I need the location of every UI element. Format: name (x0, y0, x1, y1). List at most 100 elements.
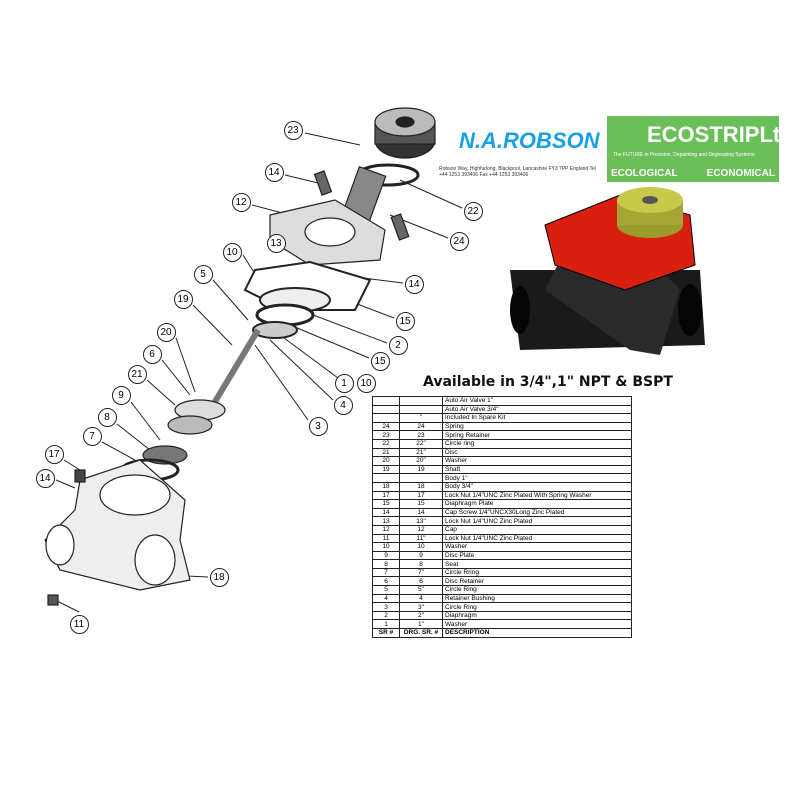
sr-cell: 23 (372, 430, 400, 440)
part-callout: 23 (283, 120, 303, 140)
drg-sr-cell: 14 (399, 507, 443, 518)
part-callout: 24 (449, 231, 469, 251)
ecostrip-tagline: The FUTURE in Precision, Depainting and … (613, 152, 755, 158)
drg-sr-cell: 15 (399, 499, 443, 509)
narobson-address: Robson Way, Highfurlong, Blackpool, Lanc… (439, 166, 596, 178)
description-cell: Disc (442, 447, 632, 458)
parts-table: Auto Air Valve 1"Auto Air Valve 3/4""Inc… (372, 396, 632, 638)
part-callout: 14 (404, 274, 424, 294)
description-cell: Disc Retainer (442, 576, 632, 587)
sr-cell: 18 (372, 481, 400, 492)
ecostrip-left-slogan: ECOLOGICAL (611, 168, 678, 179)
drg-sr-cell: 9 (399, 550, 443, 561)
part-callout: 18 (209, 567, 229, 587)
sr-cell: 9 (372, 550, 400, 561)
description-cell: Washer (442, 619, 632, 630)
part-callout: 7 (82, 426, 102, 446)
sr-cell: 14 (372, 507, 400, 518)
sr-cell: 6 (372, 576, 400, 587)
sr-cell: 24 (372, 421, 400, 432)
drg-sr-cell: 13" (399, 516, 443, 526)
ecostrip-right-slogan: ECONOMICAL (706, 168, 775, 179)
sr-cell: 5 (372, 585, 400, 595)
part-callout: 14 (264, 162, 284, 182)
description-cell: Circle ring (442, 438, 632, 449)
drg-sr-cell: 4 (399, 593, 443, 604)
sr-cell: 13 (372, 516, 400, 526)
narobson-logo: N.A.ROBSON Robson Way, Highfurlong, Blac… (437, 116, 605, 182)
drg-sr-cell: 2" (399, 610, 443, 621)
part-callout: 15 (370, 351, 390, 371)
table-header-row: SR #DRG. SR. #DESCRIPTION (372, 628, 632, 638)
sr-cell: 11 (372, 533, 400, 544)
drg-sr-cell: 6 (399, 576, 443, 587)
sr-cell (372, 396, 400, 406)
table-row: Body 1" (372, 473, 632, 483)
drg-sr-cell: 1" (399, 619, 443, 630)
sr-cell: 22 (372, 438, 400, 449)
table-title: Available in 3/4",1" NPT & BSPT (423, 374, 673, 390)
drg-sr-cell: 8 (399, 559, 443, 569)
drg-sr-cell: DRG. SR. # (399, 628, 443, 638)
description-cell: Diaphragm (442, 610, 632, 621)
narobson-name: N.A.ROBSON (459, 128, 600, 153)
description-cell: Washer (442, 542, 632, 552)
drg-sr-cell: 5" (399, 585, 443, 595)
drg-sr-cell (399, 404, 443, 415)
description-cell: Cap (442, 524, 632, 535)
drg-sr-cell (399, 473, 443, 483)
valve-3d-render (510, 187, 705, 355)
sr-cell: 20 (372, 456, 400, 466)
sr-cell: 19 (372, 464, 400, 475)
description-cell: Circle Rring (442, 567, 632, 578)
description-cell: Body 3/4" (442, 481, 632, 492)
part-callout: 21 (127, 364, 147, 384)
table-row: Auto Air Valve 1" (372, 396, 632, 406)
part-callout: 10 (356, 373, 376, 393)
description-cell: Retainer Bushing (442, 593, 632, 604)
sr-cell: 4 (372, 593, 400, 604)
sr-cell: 17 (372, 490, 400, 501)
part-callout: 20 (156, 322, 176, 342)
part-callout: 2 (388, 335, 408, 355)
drg-sr-cell: 22" (399, 438, 443, 449)
drg-sr-cell: 23 (399, 430, 443, 440)
sr-cell: 21 (372, 447, 400, 458)
description-cell: Auto Air Valve 3/4" (442, 404, 632, 415)
valve-parts-illustration (44, 107, 436, 606)
description-cell: Lock Nut 1/4"UNC Zinc Plated With Spring… (442, 490, 632, 501)
drg-sr-cell: 12 (399, 524, 443, 535)
part-callout: 17 (44, 444, 64, 464)
drg-sr-cell: 10 (399, 542, 443, 552)
description-cell: Auto Air Valve 1" (442, 396, 632, 406)
sr-cell: SR # (372, 628, 400, 638)
sr-cell: 15 (372, 499, 400, 509)
description-cell: Circle Ring (442, 602, 632, 612)
part-callout: 4 (333, 395, 353, 415)
part-callout: 6 (142, 344, 162, 364)
part-callout: 11 (69, 614, 89, 634)
part-callout: 1 (334, 373, 354, 393)
description-cell: Body 1" (442, 473, 632, 483)
part-callout: 14 (35, 468, 55, 488)
description-cell: Spring (442, 421, 632, 432)
description-cell: Diaphragm Plate (442, 499, 632, 509)
